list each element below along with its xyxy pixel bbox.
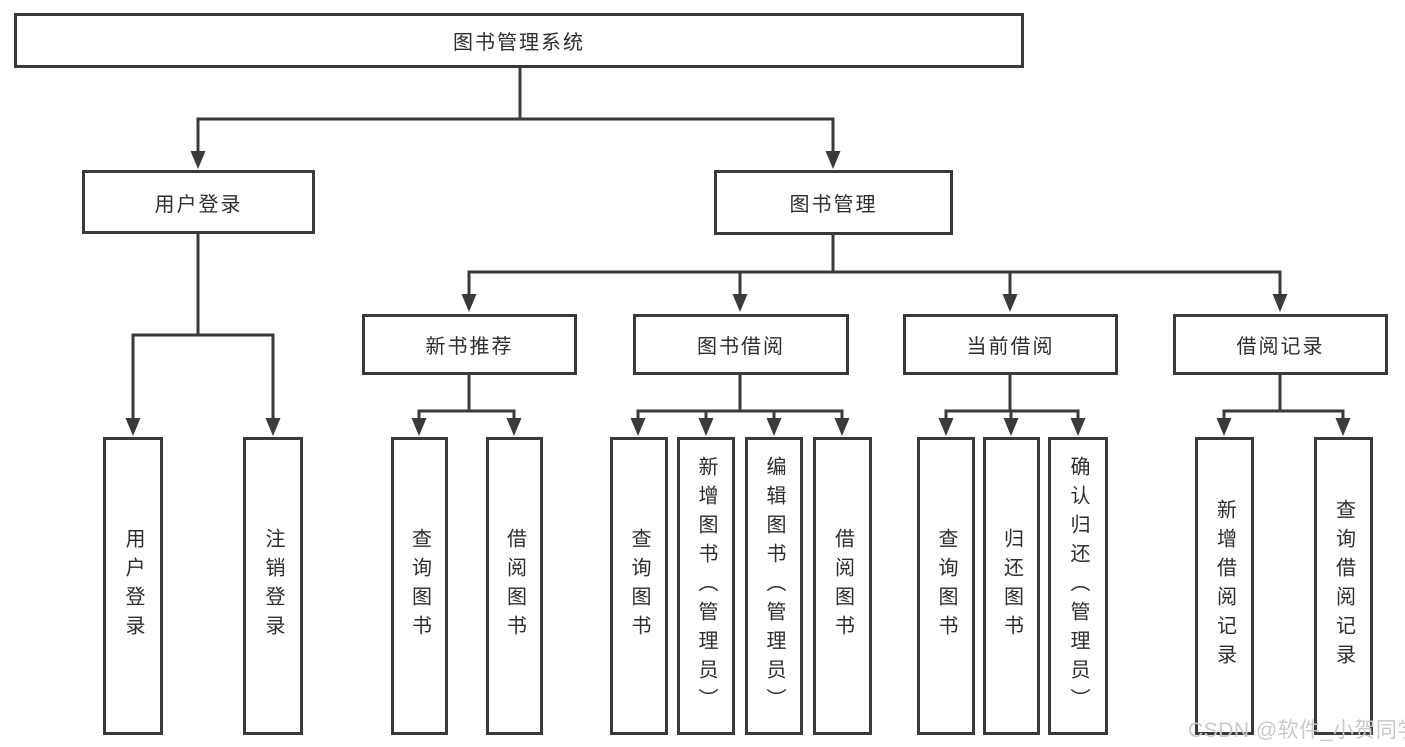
leaf-query-books: 查询图书 bbox=[610, 437, 668, 735]
leaf-query-books: 查询图书 bbox=[391, 437, 448, 735]
leaf-query-borrow-record: 查询借阅记录 bbox=[1314, 437, 1373, 735]
csdn-watermark: CSDN @软件_小贺同学 bbox=[1188, 719, 1405, 742]
node-current-borrowing: 当前借阅 bbox=[903, 314, 1118, 375]
leaf-user-login: 用户登录 bbox=[103, 437, 163, 735]
leaf-query-books: 查询图书 bbox=[917, 437, 975, 735]
leaf-logout: 注销登录 bbox=[243, 437, 303, 735]
leaf-return-books: 归还图书 bbox=[983, 437, 1040, 735]
leaf-borrow-books: 借阅图书 bbox=[486, 437, 543, 735]
leaf-edit-books-admin: 编辑图书（管理员） bbox=[745, 437, 803, 735]
leaf-add-books-admin: 新增图书（管理员） bbox=[677, 437, 735, 735]
node-borrowing-records: 借阅记录 bbox=[1173, 314, 1388, 375]
node-book-borrowing: 图书借阅 bbox=[633, 314, 849, 375]
node-new-book-recommendation: 新书推荐 bbox=[362, 314, 577, 375]
node-book-management: 图书管理 bbox=[714, 170, 953, 235]
arrowheads bbox=[125, 151, 1351, 436]
leaf-confirm-return-admin: 确认归还（管理员） bbox=[1048, 437, 1108, 735]
node-user-login: 用户登录 bbox=[82, 170, 315, 234]
leaf-borrow-books: 借阅图书 bbox=[813, 437, 872, 735]
leaf-add-borrow-record: 新增借阅记录 bbox=[1195, 437, 1254, 735]
node-library-management-system: 图书管理系统 bbox=[14, 13, 1024, 68]
